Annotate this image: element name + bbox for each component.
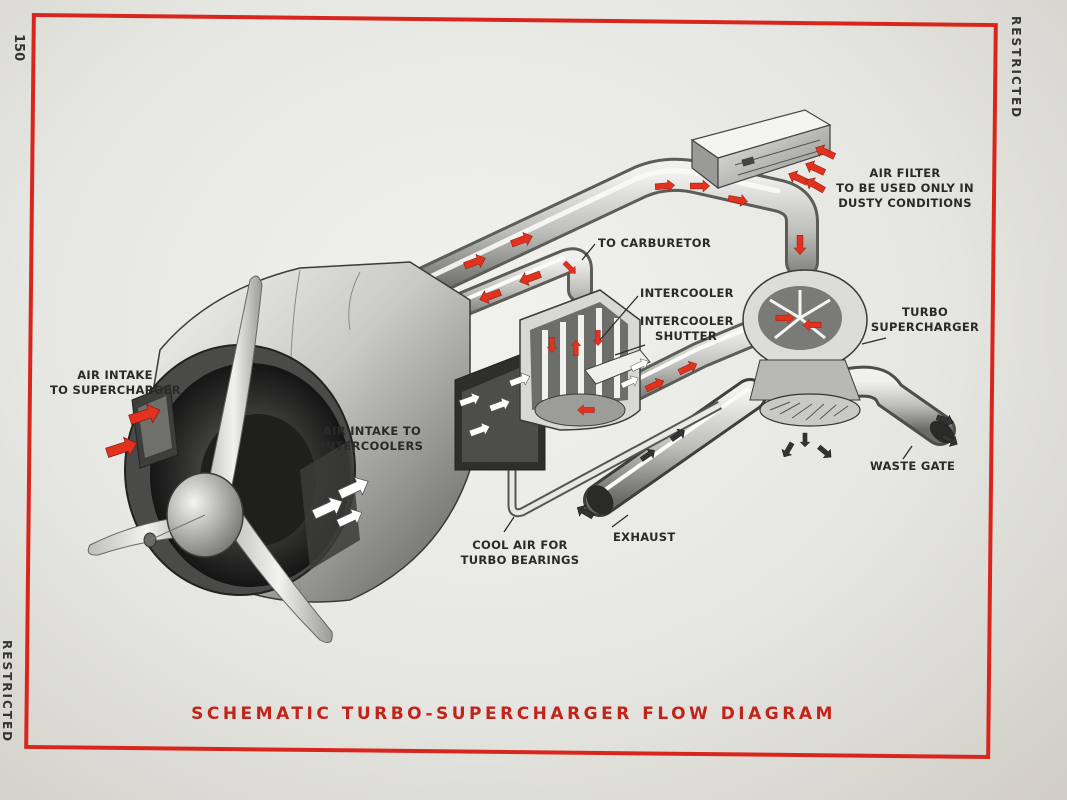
label-air-filter-line3: DUSTY CONDITIONS [838, 196, 972, 210]
label-waste-gate: WASTE GATE [870, 459, 956, 473]
label-turbo-line1: TURBO [901, 305, 949, 319]
propeller [87, 275, 333, 644]
label-turbo-line2: SUPERCHARGER [870, 320, 980, 334]
label-exhaust: EXHAUST [613, 530, 676, 544]
label-air-filter-line1: AIR FILTER [869, 166, 941, 180]
label-air-intake-inter-line1: AIR INTAKE TO [322, 424, 422, 438]
label-cool-air-line2: TURBO BEARINGS [460, 553, 580, 567]
turbo-supercharger [742, 269, 868, 427]
leader-lines [503, 243, 913, 533]
label-intercooler-shutter-line2: SHUTTER [654, 329, 717, 343]
label-turbo-supercharger: TURBO SUPERCHARGER [870, 305, 980, 335]
label-air-intake-inter-line2: INTERCOOLERS [320, 439, 424, 453]
diagram-title: SCHEMATIC TURBO-SUPERCHARGER FLOW DIAGRA… [191, 704, 836, 724]
label-air-intake-intercoolers: AIR INTAKE TO INTERCOOLERS [316, 424, 428, 454]
label-air-filter: AIR FILTER TO BE USED ONLY IN DUSTY COND… [825, 166, 985, 211]
label-intercooler: INTERCOOLER [640, 286, 734, 300]
upper-air-duct [393, 157, 819, 307]
label-intercooler-shutter: INTERCOOLER SHUTTER [640, 314, 734, 344]
label-intercooler-shutter-line1: INTERCOOLER [640, 314, 734, 328]
label-air-intake-super-line1: AIR INTAKE [77, 368, 153, 382]
label-air-filter-line2: TO BE USED ONLY IN [836, 181, 974, 195]
label-cool-air-line1: COOL AIR FOR [472, 538, 568, 552]
label-cool-air-turbo-bearings: COOL AIR FOR TURBO BEARINGS [455, 538, 585, 568]
label-air-intake-supercharger: AIR INTAKE TO SUPERCHARGER [50, 368, 181, 398]
label-to-carburetor: TO CARBURETOR [598, 236, 712, 250]
intercooler-unit [519, 289, 651, 431]
exhaust-pipe [583, 378, 767, 517]
label-air-intake-super-line2: TO SUPERCHARGER [50, 383, 181, 397]
cool-air-pipe [507, 401, 723, 518]
